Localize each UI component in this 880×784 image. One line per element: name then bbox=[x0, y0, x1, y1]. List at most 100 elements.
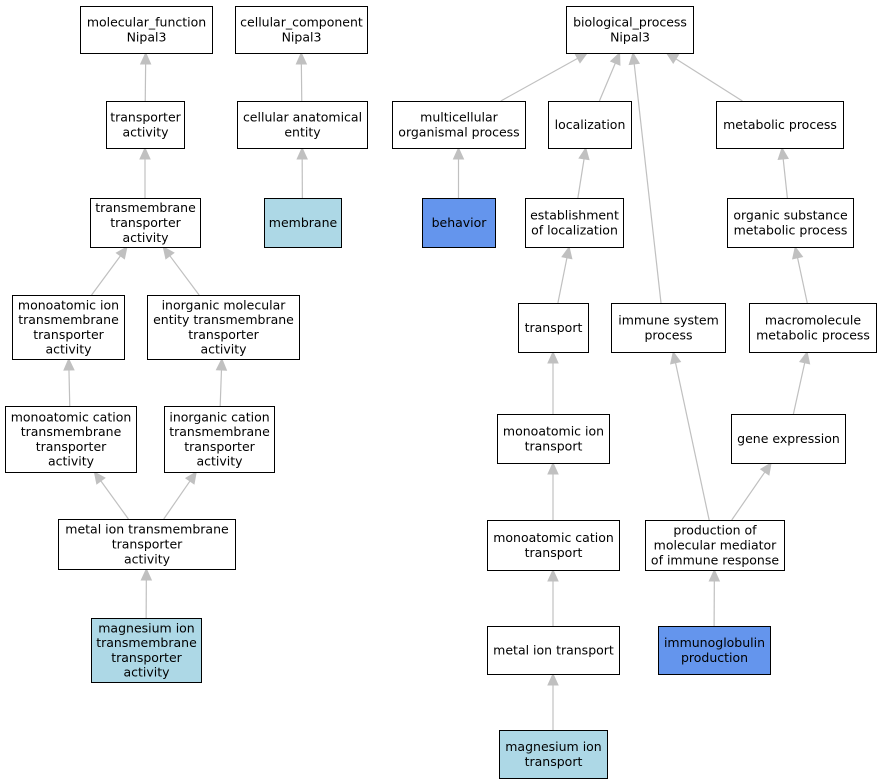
node-label-line: of localization bbox=[531, 222, 618, 237]
node-box bbox=[392, 101, 526, 149]
edge-mgta-to-mitta2 bbox=[140, 567, 153, 619]
edge-arrowhead bbox=[215, 357, 228, 371]
edge-mitr-to-mct bbox=[547, 568, 559, 626]
node-box bbox=[164, 406, 275, 473]
node-box bbox=[58, 519, 236, 570]
node-label-line: activity bbox=[48, 454, 95, 469]
edge-osmp-to-metp bbox=[777, 146, 789, 199]
node-label-line: activity bbox=[200, 342, 247, 357]
edge-line bbox=[163, 480, 191, 520]
edge-line bbox=[675, 58, 743, 102]
node-box bbox=[749, 303, 877, 353]
node-label-line: magnesium ion bbox=[98, 620, 194, 635]
node-box bbox=[487, 520, 620, 571]
edge-arrowhead bbox=[578, 146, 590, 161]
node-metp[interactable]: metabolic process bbox=[716, 101, 844, 149]
edge-mmp-to-osmp bbox=[792, 245, 808, 304]
node-box bbox=[5, 406, 137, 473]
node-label-line: inorganic cation bbox=[169, 409, 269, 424]
node-box bbox=[106, 101, 185, 149]
node-box bbox=[566, 6, 694, 54]
node-label-line: transmembrane bbox=[169, 424, 270, 439]
node-box bbox=[727, 198, 854, 248]
node-label-line: transporter bbox=[36, 439, 107, 454]
edge-pmm-to-ge bbox=[731, 462, 772, 521]
edge-line bbox=[782, 158, 788, 199]
node-box bbox=[645, 520, 785, 571]
edge-arrowhead bbox=[798, 350, 811, 365]
node-mitr[interactable]: metal ion transport bbox=[487, 626, 620, 675]
node-label-line: activity bbox=[45, 342, 92, 357]
node-label-line: transporter bbox=[112, 537, 183, 552]
node-box bbox=[235, 6, 368, 54]
node-label-line: immune system bbox=[618, 313, 719, 328]
edge-eol-to-loc bbox=[577, 146, 590, 199]
edge-arrowhead bbox=[184, 471, 197, 485]
edge-arrowhead bbox=[295, 51, 308, 65]
edge-arrowhead bbox=[547, 461, 559, 475]
node-label-line: transmembrane bbox=[95, 200, 196, 215]
node-box bbox=[658, 626, 771, 675]
node-label-line: process bbox=[644, 327, 692, 342]
node-label-line: entity transmembrane bbox=[153, 312, 294, 327]
node-mgta[interactable]: magnesium iontransmembranetransporteract… bbox=[91, 618, 202, 683]
node-icta[interactable]: inorganic cationtransmembranetransporter… bbox=[164, 406, 275, 473]
edge-arrowhead bbox=[759, 462, 772, 476]
node-loc[interactable]: localization bbox=[548, 101, 632, 149]
edge-mcta-to-mitta bbox=[63, 357, 75, 407]
node-mem[interactable]: membrane bbox=[264, 198, 342, 248]
node-box bbox=[499, 730, 608, 779]
node-mitta[interactable]: monoatomic iontransmembranetransporterac… bbox=[12, 295, 125, 360]
edge-arrowhead bbox=[547, 672, 559, 686]
node-tr[interactable]: transport bbox=[518, 303, 589, 353]
edge-arrowhead bbox=[669, 350, 682, 365]
node-box bbox=[611, 303, 726, 353]
node-mcta[interactable]: monoatomic cationtransmembranetransporte… bbox=[5, 406, 137, 473]
edge-loc-to-bp bbox=[598, 51, 621, 102]
node-label-line: organic substance bbox=[733, 208, 848, 223]
node-label-line: localization bbox=[555, 117, 626, 132]
node-label-line: Nipal3 bbox=[127, 29, 167, 44]
edge-line bbox=[633, 63, 662, 304]
edge-line bbox=[796, 257, 808, 304]
node-box bbox=[80, 6, 213, 54]
edge-arrowhead bbox=[561, 245, 573, 260]
node-box bbox=[91, 618, 202, 683]
edge-arrowhead bbox=[547, 568, 559, 582]
node-mitta2[interactable]: metal ion transmembranetransporteractivi… bbox=[58, 519, 236, 570]
edge-ta-to-mf bbox=[139, 51, 152, 102]
node-beh[interactable]: behavior bbox=[422, 198, 496, 248]
node-label-line: activity bbox=[122, 230, 169, 245]
node-label-line: immunoglobulin bbox=[664, 635, 765, 650]
node-label-line: transporter bbox=[33, 327, 104, 342]
edge-line bbox=[577, 158, 585, 199]
node-label-line: transport bbox=[525, 438, 583, 453]
edge-mem-to-cae bbox=[296, 146, 308, 199]
edge-beh-to-mop bbox=[452, 146, 465, 198]
node-ge[interactable]: gene expression bbox=[731, 414, 846, 464]
node-box bbox=[487, 626, 620, 675]
node-label-line: metal ion transmembrane bbox=[65, 522, 229, 537]
edge-icta-to-imeta bbox=[215, 357, 228, 407]
node-label-line: activity bbox=[124, 551, 171, 566]
node-label-line: entity bbox=[284, 124, 321, 139]
